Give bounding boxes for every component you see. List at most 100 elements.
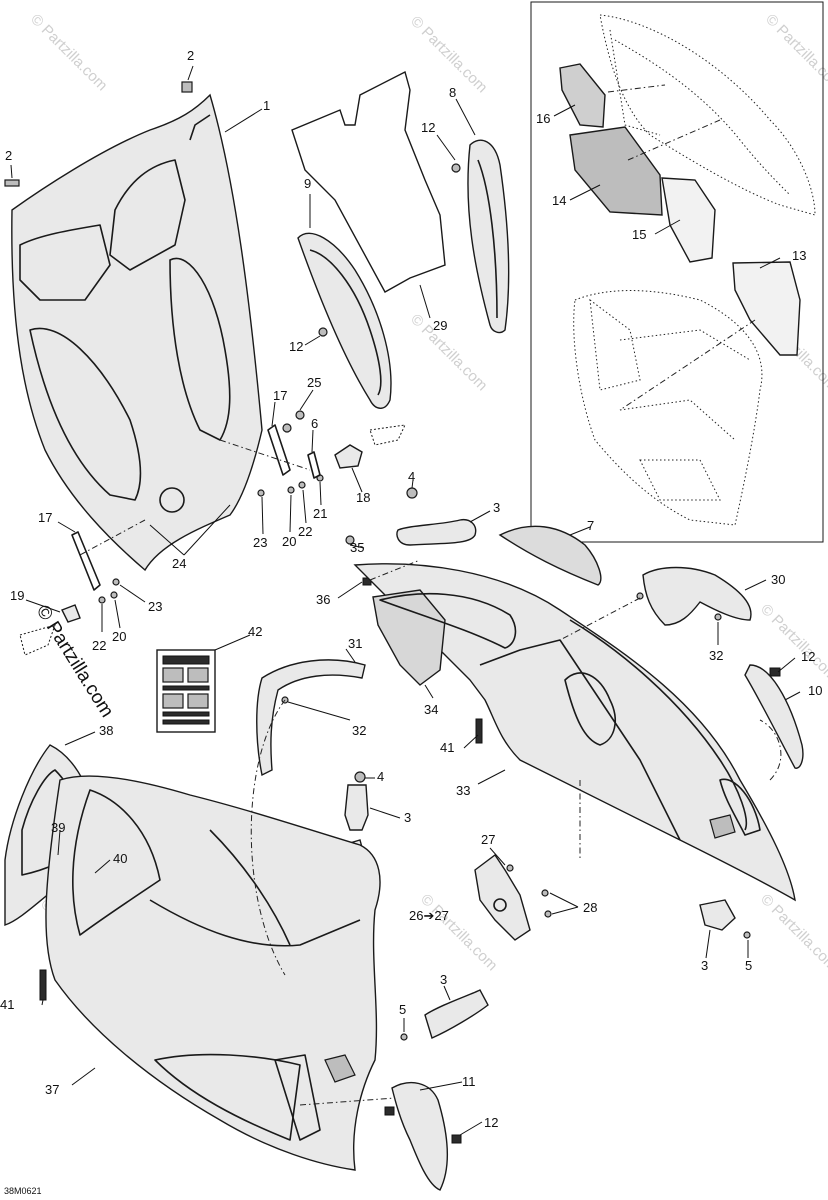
leader-line [71, 1067, 96, 1086]
handle-3-right [699, 899, 736, 931]
nut-27 [506, 864, 514, 872]
callout-8: 8 [449, 85, 456, 100]
washer-22 [298, 481, 306, 489]
grommet-12 [451, 163, 461, 173]
leader-line [10, 164, 13, 179]
inset-lower-detail [589, 298, 641, 391]
leader-line [777, 657, 796, 673]
watermark: © Partzilla.com [407, 311, 490, 394]
leader-line [261, 496, 264, 535]
cap-4 [354, 771, 366, 783]
bracket-17-lower [71, 531, 101, 591]
label-42-pictogram [187, 693, 209, 709]
inset-detail-box [530, 1, 824, 543]
leader-line [57, 521, 76, 533]
upper-panel-vent-right [109, 159, 186, 271]
callout-37: 37 [45, 1082, 59, 1097]
callout-19: 19 [10, 588, 24, 603]
part-37-lower-panel [45, 775, 381, 1171]
screw-20 [287, 486, 295, 494]
mesh-panel-16 [559, 63, 606, 128]
screw-5 [743, 931, 751, 939]
leader-line [94, 859, 111, 874]
label-42-text [162, 719, 210, 725]
callout-17: 17 [38, 510, 52, 525]
grommet-12 [384, 1106, 395, 1116]
side-panel-33-duct [719, 778, 761, 836]
leader-line [57, 829, 61, 856]
part-10-side-vent [744, 664, 804, 769]
leader-line [302, 489, 307, 524]
trim-frame-8-inner [477, 159, 498, 319]
screw-28 [541, 889, 549, 897]
part-11-side-vent [391, 1081, 448, 1191]
callout-18: 18 [356, 490, 370, 505]
part-34-liner [372, 589, 446, 686]
latch-19 [61, 604, 81, 623]
callout-12: 12 [801, 649, 815, 664]
screw-32 [714, 613, 722, 621]
callout-38: 38 [99, 723, 113, 738]
callout-31: 31 [348, 636, 362, 651]
bracket-17 [267, 424, 291, 476]
leader-line [489, 847, 506, 866]
callout-28: 28 [583, 900, 597, 915]
callout-24: 24 [172, 556, 186, 571]
callout-16: 16 [536, 111, 550, 126]
callout-7: 7 [587, 518, 594, 533]
leader-line [311, 429, 314, 453]
washer-25 [295, 410, 305, 420]
callout-34: 34 [424, 702, 438, 717]
leader-line [549, 892, 579, 915]
handle-3-upper [396, 518, 477, 546]
washer [282, 423, 292, 433]
leader-line [289, 494, 292, 533]
callout-5: 5 [745, 958, 752, 973]
cap-4 [406, 487, 418, 499]
callout-42: 42 [248, 624, 262, 639]
assembly-line [369, 559, 421, 581]
leader-line [411, 479, 414, 489]
leader-line [419, 284, 431, 319]
leader-line [553, 104, 576, 117]
leader-line [114, 599, 121, 629]
leader-line [224, 108, 263, 133]
handle-socket [324, 1054, 356, 1083]
callout-26-to-27: 26➔27 [409, 908, 449, 923]
assembly-line [759, 719, 782, 781]
leader-line [469, 510, 491, 523]
upper-panel-opening-right [169, 257, 231, 441]
leader-line [214, 634, 251, 651]
spring-6 [307, 451, 321, 479]
watermark: © Partzilla.com [762, 11, 828, 94]
assembly-arrow [627, 119, 721, 161]
assembly-line [250, 699, 286, 976]
inset-lower-panel-outline [573, 290, 763, 526]
callout-10: 10 [808, 683, 822, 698]
foam-piece-13 [732, 261, 801, 356]
watermark: © Partzilla.com [27, 11, 110, 94]
screw-5 [400, 1033, 408, 1041]
leader-line [459, 1121, 483, 1136]
callout-39: 39 [51, 820, 65, 835]
leader-line [424, 684, 434, 699]
screw-35 [345, 535, 355, 545]
lower-panel-37-vent [154, 1053, 301, 1141]
callout-41: 41 [0, 997, 14, 1012]
part-34-upper-trim [379, 592, 517, 649]
watermark: © Partzilla.com [757, 601, 828, 684]
leader-line [271, 401, 276, 427]
leader-line [477, 769, 506, 785]
leader-line [784, 691, 801, 701]
upper-panel-body [11, 93, 263, 572]
leader-line [443, 985, 451, 1001]
callout-17: 17 [273, 388, 287, 403]
callout-4: 4 [377, 769, 384, 784]
screw-23 [112, 578, 120, 586]
lower-panel-37-cutout [72, 789, 161, 936]
leader-line [744, 579, 767, 591]
screw-32 [636, 592, 644, 600]
leader-line [654, 219, 681, 235]
callout-22: 22 [298, 524, 312, 539]
